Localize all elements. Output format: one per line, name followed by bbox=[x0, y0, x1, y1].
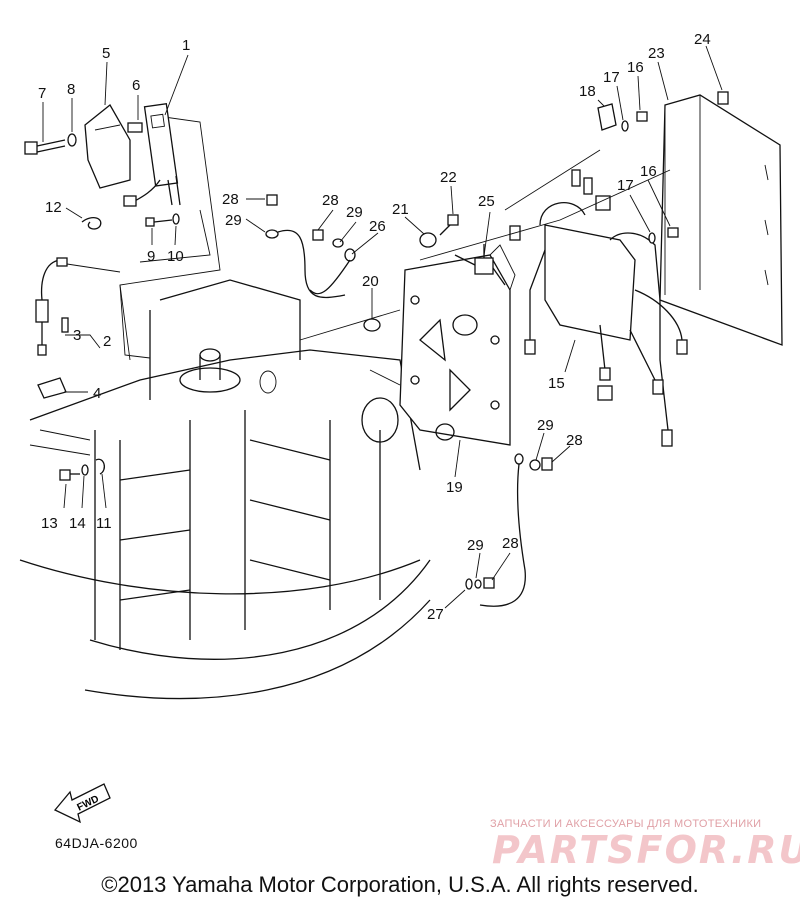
label-10: 10 bbox=[167, 248, 184, 265]
label-24: 24 bbox=[694, 31, 711, 48]
fasteners-upper-middle bbox=[265, 194, 356, 299]
part-24-grommet bbox=[717, 91, 729, 105]
diagram-code: 64DJA-6200 bbox=[55, 835, 138, 851]
bracket-frame bbox=[119, 114, 221, 361]
label-29-center: 29 bbox=[346, 204, 363, 221]
label-4: 4 bbox=[93, 385, 101, 402]
part-16-bolts bbox=[636, 111, 679, 238]
label-2: 2 bbox=[103, 333, 111, 350]
label-9: 9 bbox=[147, 248, 155, 265]
label-12: 12 bbox=[45, 199, 62, 216]
label-17-top: 17 bbox=[603, 69, 620, 86]
label-16-middle: 16 bbox=[640, 163, 657, 180]
copyright-footer: ©2013 Yamaha Motor Corporation, U.S.A. A… bbox=[101, 872, 699, 897]
label-3: 3 bbox=[73, 327, 81, 344]
label-1: 1 bbox=[182, 37, 190, 54]
watermark-logo: PARTSFOR.RU bbox=[492, 828, 800, 872]
fwd-arrow-icon: FWD bbox=[53, 783, 111, 824]
part-9-10-screws bbox=[145, 213, 180, 227]
label-29-left: 29 bbox=[225, 212, 242, 229]
label-26: 26 bbox=[369, 218, 386, 235]
part-17-washers bbox=[621, 120, 656, 244]
label-27: 27 bbox=[427, 606, 444, 623]
label-19: 19 bbox=[446, 479, 463, 496]
label-15: 15 bbox=[548, 375, 565, 392]
label-29-right: 29 bbox=[537, 417, 554, 434]
label-25: 25 bbox=[478, 193, 495, 210]
part-22-screw bbox=[439, 214, 459, 236]
label-28-center: 28 bbox=[322, 192, 339, 209]
part-19-electrical-bracket bbox=[399, 244, 516, 446]
label-21: 21 bbox=[392, 201, 409, 218]
part-18-bracket bbox=[597, 103, 617, 131]
label-28-bottom: 28 bbox=[502, 535, 519, 552]
label-16-top: 16 bbox=[627, 59, 644, 76]
part-25-switch bbox=[454, 244, 506, 286]
label-13: 13 bbox=[41, 515, 58, 532]
engine-block-drawing bbox=[19, 279, 431, 700]
leader-lines bbox=[42, 45, 723, 609]
watermark-tagline: ЗАПЧАСТИ И АКСЕССУАРЫ ДЛЯ МОТОТЕХНИКИ bbox=[490, 818, 762, 830]
part-1-ignition-unit bbox=[123, 102, 181, 207]
part-21-grommet bbox=[419, 232, 437, 248]
label-28-left: 28 bbox=[222, 191, 239, 208]
part-7-bolt bbox=[24, 139, 66, 155]
label-8: 8 bbox=[67, 81, 75, 98]
label-17-middle: 17 bbox=[617, 177, 634, 194]
part-5-cover bbox=[84, 104, 131, 189]
part-12-clip bbox=[81, 216, 102, 230]
part-20-grommet bbox=[363, 288, 381, 332]
label-28-right: 28 bbox=[566, 432, 583, 449]
label-6: 6 bbox=[132, 77, 140, 94]
part-8-washer bbox=[67, 133, 77, 147]
label-11: 11 bbox=[96, 515, 112, 532]
part-13-14-11-fasteners bbox=[59, 458, 106, 481]
label-18: 18 bbox=[579, 83, 596, 100]
part-2-3-sensor-lead bbox=[35, 257, 121, 356]
part-6-collar bbox=[127, 122, 143, 133]
part-15-wire-harness bbox=[509, 169, 688, 447]
label-20: 20 bbox=[362, 273, 379, 290]
label-22: 22 bbox=[440, 169, 457, 186]
label-7: 7 bbox=[38, 85, 46, 102]
label-14: 14 bbox=[69, 515, 86, 532]
part-4-bracket bbox=[37, 377, 67, 399]
part-23-cdi-unit bbox=[659, 94, 783, 346]
label-5: 5 bbox=[102, 45, 110, 62]
label-23: 23 bbox=[648, 45, 665, 62]
fasteners-lower-right bbox=[465, 453, 553, 607]
part-number-labels: 1 2 3 4 5 6 7 8 9 10 11 12 13 14 15 16 1… bbox=[38, 31, 711, 623]
label-29-bottom: 29 bbox=[467, 537, 484, 554]
